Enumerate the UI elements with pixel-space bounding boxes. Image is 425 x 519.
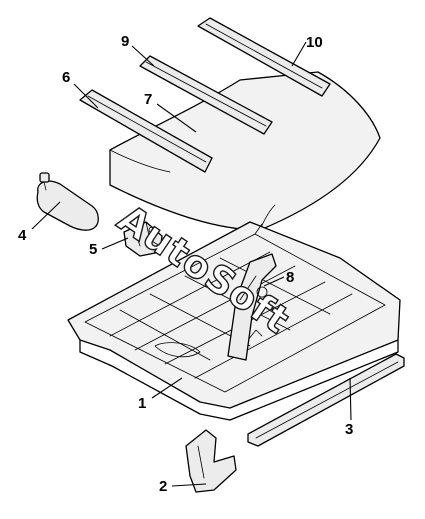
callout-1: 1: [138, 395, 146, 412]
callout-5: 5: [89, 241, 97, 258]
leader-5: [101, 237, 129, 250]
floor-bracket: [185, 429, 237, 493]
leader-10: [291, 41, 307, 67]
center-brace: [227, 253, 277, 361]
leader-2: [171, 483, 207, 487]
callout-6: 6: [62, 69, 70, 86]
callout-7: 7: [144, 91, 152, 108]
rocker-sill-panel: [247, 353, 405, 447]
callout-4: 4: [18, 227, 27, 244]
leader-1: [151, 377, 183, 399]
leader-9: [131, 45, 155, 67]
callout-10: 10: [306, 34, 323, 51]
sun-visor: [36, 172, 99, 231]
rear-roof-bow: [197, 17, 331, 97]
leader-4: [31, 201, 61, 230]
leader-lines: [31, 41, 352, 487]
interior-mirror-bracket: [123, 221, 163, 257]
leader-3: [349, 377, 352, 421]
callout-8: 8: [286, 269, 294, 286]
callout-2: 2: [159, 478, 167, 495]
leader-6: [73, 83, 99, 109]
roof-panel: [109, 71, 381, 231]
front-roof-bow: [79, 89, 213, 173]
callout-3: 3: [345, 421, 353, 438]
leader-8: [263, 276, 285, 287]
callouts: 1 2 3 4 5 6 7 8 9 10: [18, 33, 353, 495]
leader-7: [156, 103, 197, 133]
callout-9: 9: [121, 33, 129, 50]
